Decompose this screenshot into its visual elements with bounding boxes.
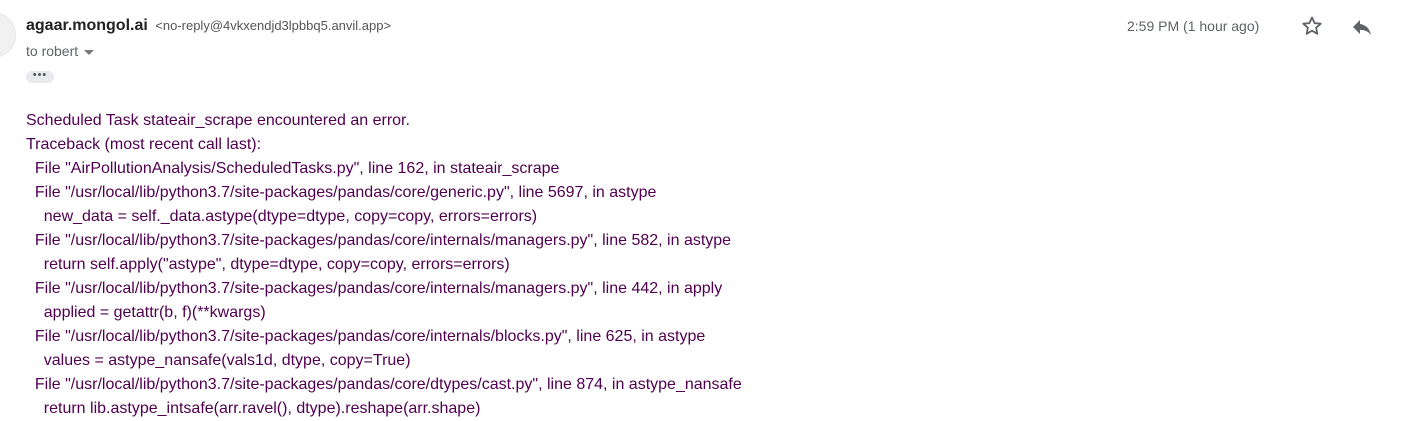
- sender: agaar.mongol.ai <no-reply@4vkxendjd3lpbb…: [26, 17, 391, 35]
- traceback-line: return lib.astype_intsafe(arr.ravel(), d…: [26, 400, 481, 417]
- message-line: Traceback (most recent call last):: [26, 136, 262, 153]
- traceback-line: values = astype_nansafe(vals1d, dtype, c…: [26, 352, 411, 369]
- sender-email: <no-reply@4vkxendjd3lpbbq5.anvil.app>: [155, 18, 392, 33]
- star-icon[interactable]: [1300, 14, 1324, 38]
- traceback-line: File "/usr/local/lib/python3.7/site-pack…: [26, 232, 732, 249]
- message-line: Scheduled Task stateair_scrape encounter…: [26, 112, 410, 129]
- timestamp: 2:59 PM (1 hour ago): [1127, 18, 1260, 34]
- traceback-line: return self.apply("astype", dtype=dtype,…: [26, 256, 510, 273]
- chevron-down-icon: [84, 49, 95, 55]
- traceback-line: applied = getattr(b, f)(**kwargs): [26, 304, 266, 321]
- message-body: Scheduled Task stateair_scrape encounter…: [26, 109, 742, 421]
- recipient-details-toggle[interactable]: to robert: [26, 43, 95, 59]
- traceback-line: File "/usr/local/lib/python3.7/site-pack…: [26, 328, 706, 345]
- recipient: to robert: [26, 43, 79, 59]
- traceback-line: File "/usr/local/lib/python3.7/site-pack…: [26, 184, 657, 201]
- avatar: [0, 12, 16, 58]
- show-trimmed-content-button[interactable]: •••: [26, 70, 54, 83]
- sender-name: agaar.mongol.ai: [26, 17, 148, 34]
- traceback-line: File "AirPollutionAnalysis/ScheduledTask…: [26, 160, 560, 177]
- traceback-line: new_data = self._data.astype(dtype=dtype…: [26, 208, 538, 225]
- reply-icon[interactable]: [1350, 15, 1374, 39]
- traceback-line: File "/usr/local/lib/python3.7/site-pack…: [26, 376, 742, 393]
- traceback-line: File "/usr/local/lib/python3.7/site-pack…: [26, 280, 723, 297]
